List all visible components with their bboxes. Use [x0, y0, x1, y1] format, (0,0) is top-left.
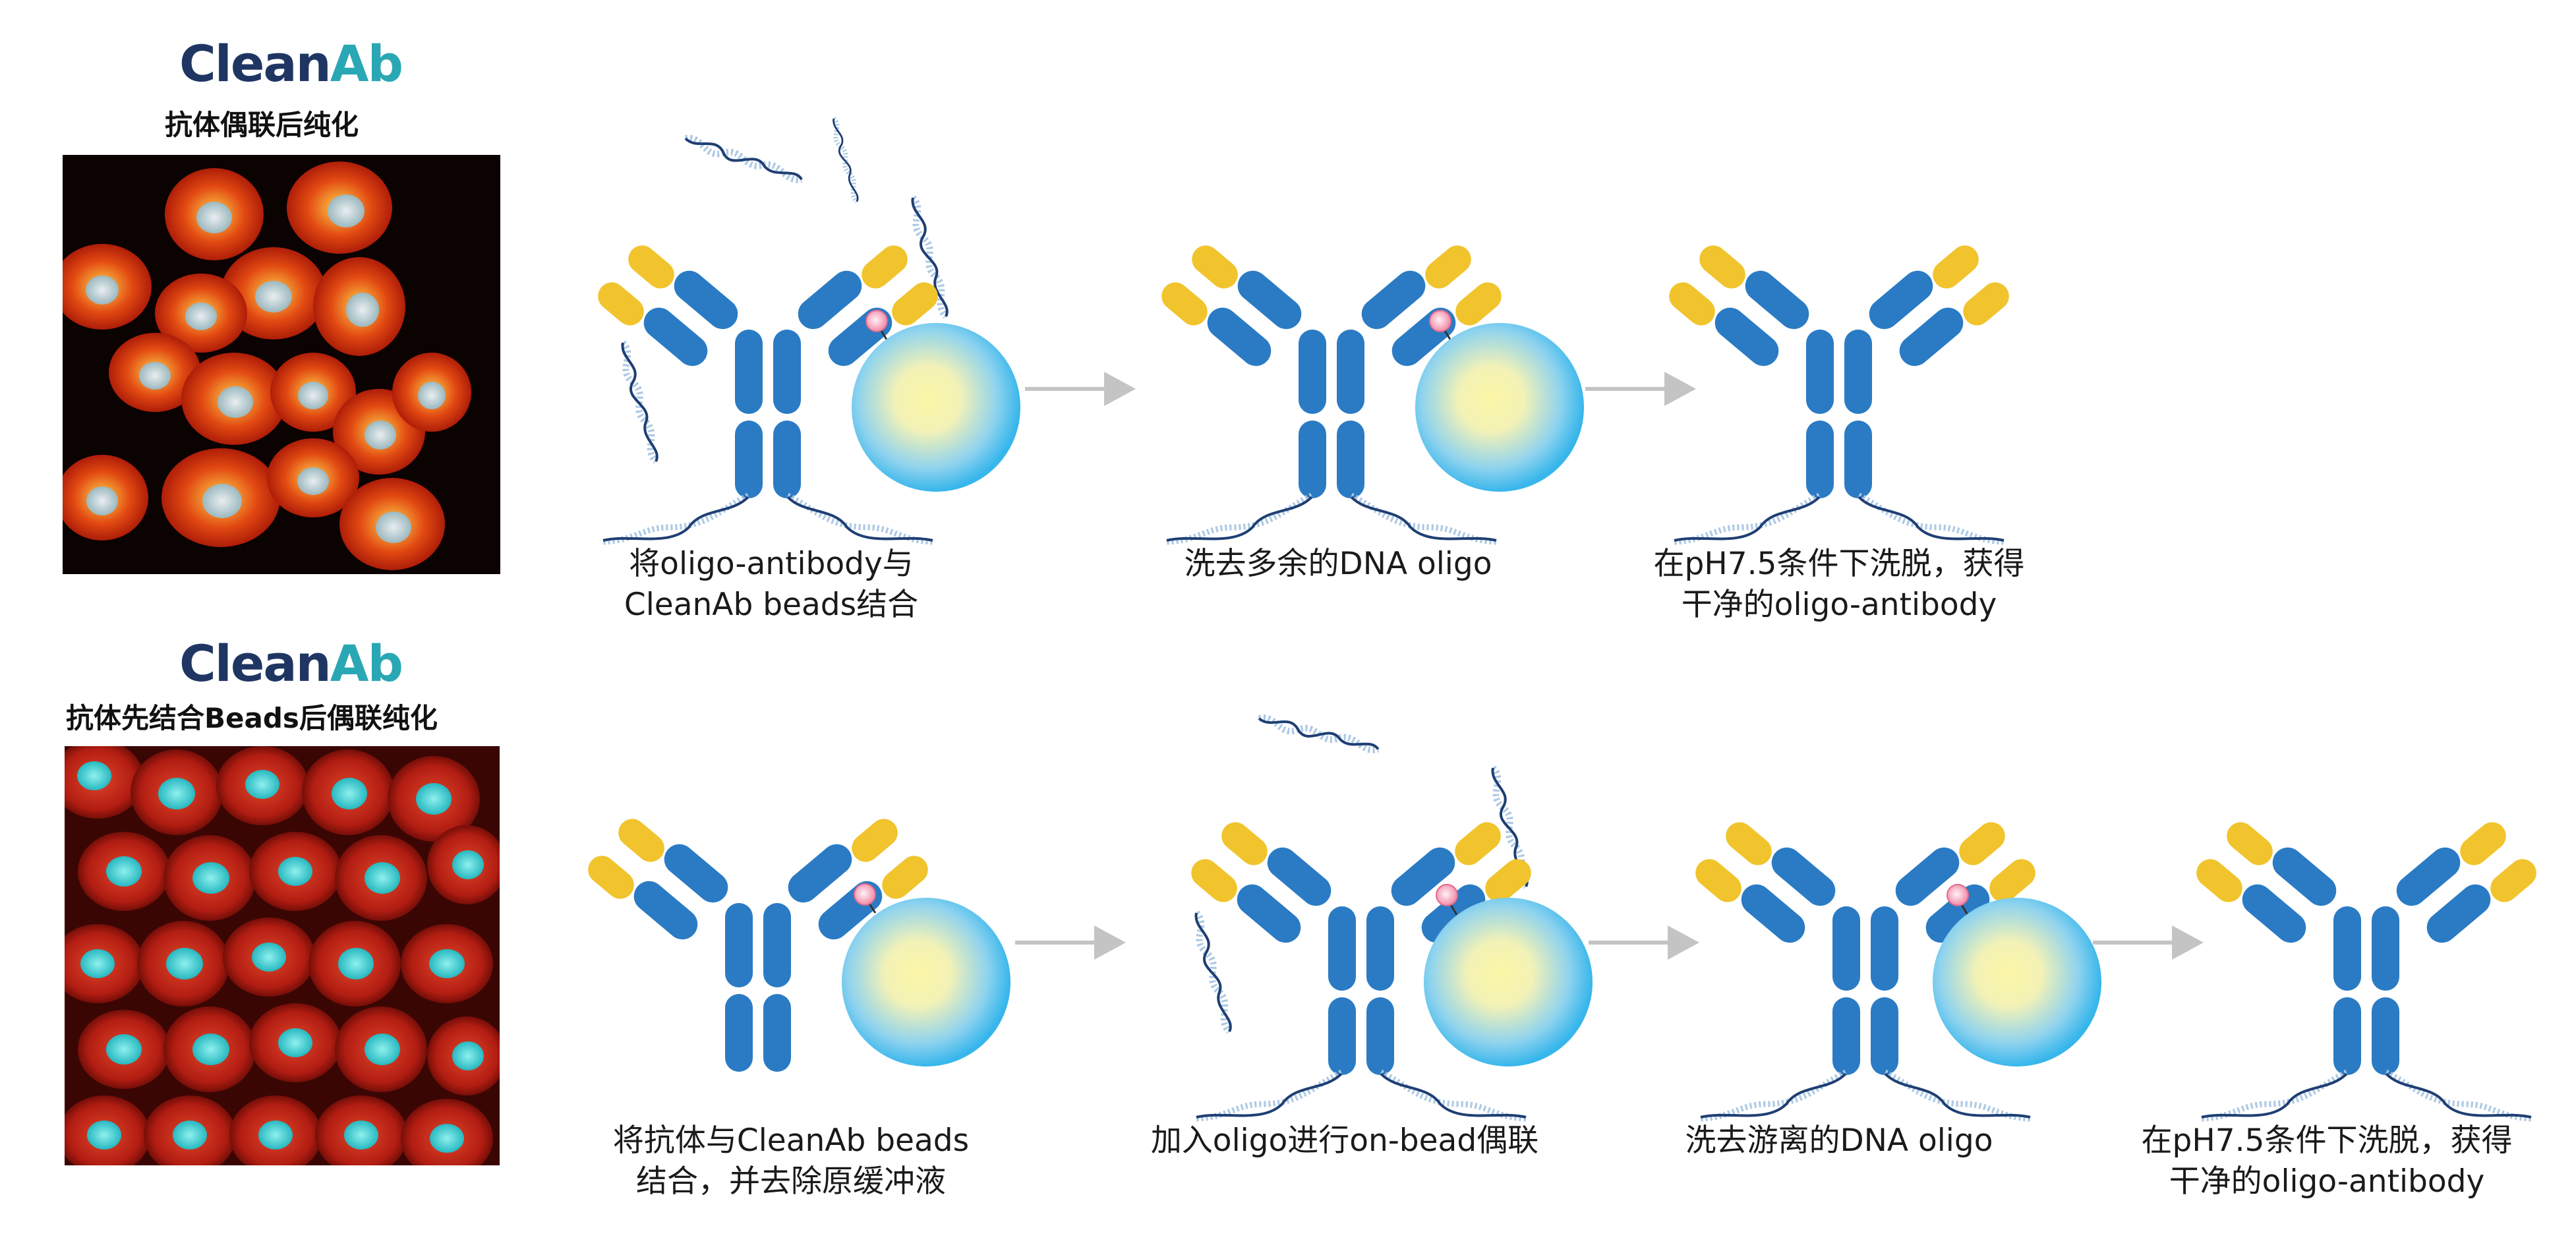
row2-step2-caption: 加入oligo进行on-bead偶联 — [1127, 1121, 1562, 1161]
brand-logo-part1: Clean — [179, 34, 332, 93]
arrow-row1-2 — [1585, 372, 1696, 406]
row1-subtitle: 抗体偶联后纯化 — [165, 109, 359, 141]
arrow-row2-2 — [1589, 925, 1699, 960]
micrograph-row1 — [63, 155, 500, 574]
row2-step3-graphic — [1689, 816, 2101, 1119]
caption-line1: 加入oligo进行on-bead偶联 — [1150, 1123, 1539, 1159]
brand-logo-part2: Ab — [330, 34, 403, 93]
row2-subtitle: 抗体先结合Beads后偶联纯化 — [66, 702, 438, 734]
row1-step2-graphic — [1156, 239, 1584, 542]
row1-step1-caption: 将oligo-antibody与 CleanAb beads结合 — [613, 544, 929, 626]
arrow-row1-1 — [1025, 372, 1136, 406]
caption-line1: 洗去游离的DNA oligo — [1685, 1123, 1993, 1159]
cells-row2 — [65, 746, 500, 1165]
arrow-row2-3 — [2093, 925, 2204, 960]
brand-logo-part2: Ab — [330, 634, 403, 693]
caption-line1: 在pH7.5条件下洗脱，获得 — [2141, 1123, 2513, 1159]
caption-line2: CleanAb beads结合 — [624, 587, 919, 623]
row2-step3-caption: 洗去游离的DNA oligo — [1654, 1121, 2024, 1161]
brand-logo-row1: CleanAb — [179, 34, 403, 93]
caption-line2: 结合，并去除原缓冲液 — [636, 1163, 946, 1200]
caption-line1: 将oligo-antibody与 — [629, 546, 914, 582]
brand-logo-row2: CleanAb — [179, 634, 403, 693]
arrow-row2-1 — [1015, 925, 1126, 960]
caption-line1: 在pH7.5条件下洗脱，获得 — [1653, 546, 2025, 582]
caption-line1: 洗去多余的DNA oligo — [1184, 546, 1492, 582]
row1-step3-caption: 在pH7.5条件下洗脱，获得 干净的oligo-antibody — [1635, 544, 2043, 626]
row1-step2-caption: 洗去多余的DNA oligo — [1167, 544, 1509, 585]
caption-line2: 干净的oligo-antibody — [2169, 1163, 2485, 1200]
nuclei-row2 — [77, 761, 484, 1153]
caption-line1: 将抗体与CleanAb beads — [612, 1123, 970, 1159]
row2-step1-caption: 将抗体与CleanAb beads 结合，并去除原缓冲液 — [593, 1121, 989, 1202]
brand-logo-part1: Clean — [179, 634, 332, 693]
row2-step4-graphic — [2190, 816, 2542, 1119]
row2-step4-caption: 在pH7.5条件下洗脱，获得 干净的oligo-antibody — [2116, 1121, 2538, 1202]
row2-step2-graphic — [1185, 689, 1593, 1119]
row1-step3-graphic — [1663, 239, 2015, 542]
caption-line2: 干净的oligo-antibody — [1681, 587, 1997, 623]
micrograph-row2 — [65, 746, 500, 1165]
row1-step1-graphic — [592, 111, 1020, 542]
row2-step1-graphic — [582, 813, 1010, 1072]
nuclei-row1 — [86, 194, 446, 543]
